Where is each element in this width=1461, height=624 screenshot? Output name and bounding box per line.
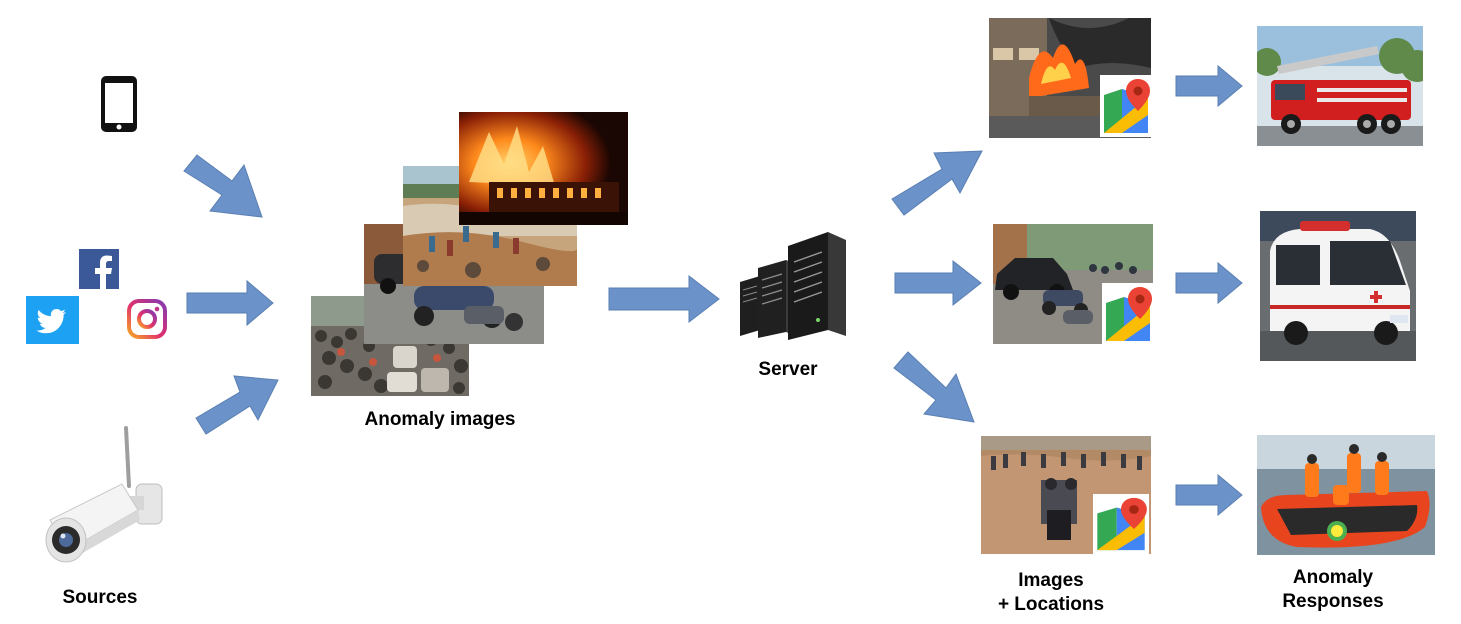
arrow-images-to-server	[608, 274, 720, 324]
images-locations-line1: Images	[1018, 570, 1084, 591]
anomaly-responses-line2: Responses	[1282, 591, 1384, 612]
street-fire-photo	[989, 18, 1151, 138]
google-maps-icon	[1100, 75, 1152, 137]
server-label: Server	[758, 359, 818, 380]
twitter-icon	[26, 296, 79, 344]
anomaly-responses-line1: Anomaly	[1292, 567, 1374, 588]
arrow-server-to-accident	[894, 259, 982, 307]
rescue-boat-photo	[1257, 435, 1435, 555]
arrow-social-to-images	[186, 279, 274, 327]
security-camera-icon	[38, 424, 166, 564]
building-fire-photo	[459, 112, 628, 225]
anomaly-responses-label: Anomaly Responses	[1258, 566, 1408, 614]
arrow-camera-to-images	[195, 375, 279, 435]
arrow-fire-to-firetruck	[1175, 64, 1243, 108]
arrow-server-to-fire	[891, 150, 983, 216]
sources-label: Sources	[62, 587, 138, 608]
google-maps-icon	[1093, 494, 1149, 554]
fire-truck-photo	[1257, 26, 1423, 146]
anomaly-images-label: Anomaly images	[364, 409, 516, 430]
arrow-phone-to-images	[183, 154, 263, 218]
google-maps-icon	[1102, 283, 1154, 345]
facebook-icon	[79, 249, 119, 289]
arrow-server-to-flood	[893, 351, 975, 423]
arrow-flood-to-rescue	[1175, 473, 1243, 517]
images-locations-label: Images + Locations	[966, 569, 1136, 617]
images-locations-line2: + Locations	[997, 594, 1105, 615]
instagram-icon	[126, 299, 168, 339]
server-icon	[734, 226, 860, 340]
arrow-accident-to-ambulance	[1175, 261, 1243, 305]
smartphone-icon	[98, 74, 140, 134]
ambulance-photo	[1260, 211, 1416, 361]
